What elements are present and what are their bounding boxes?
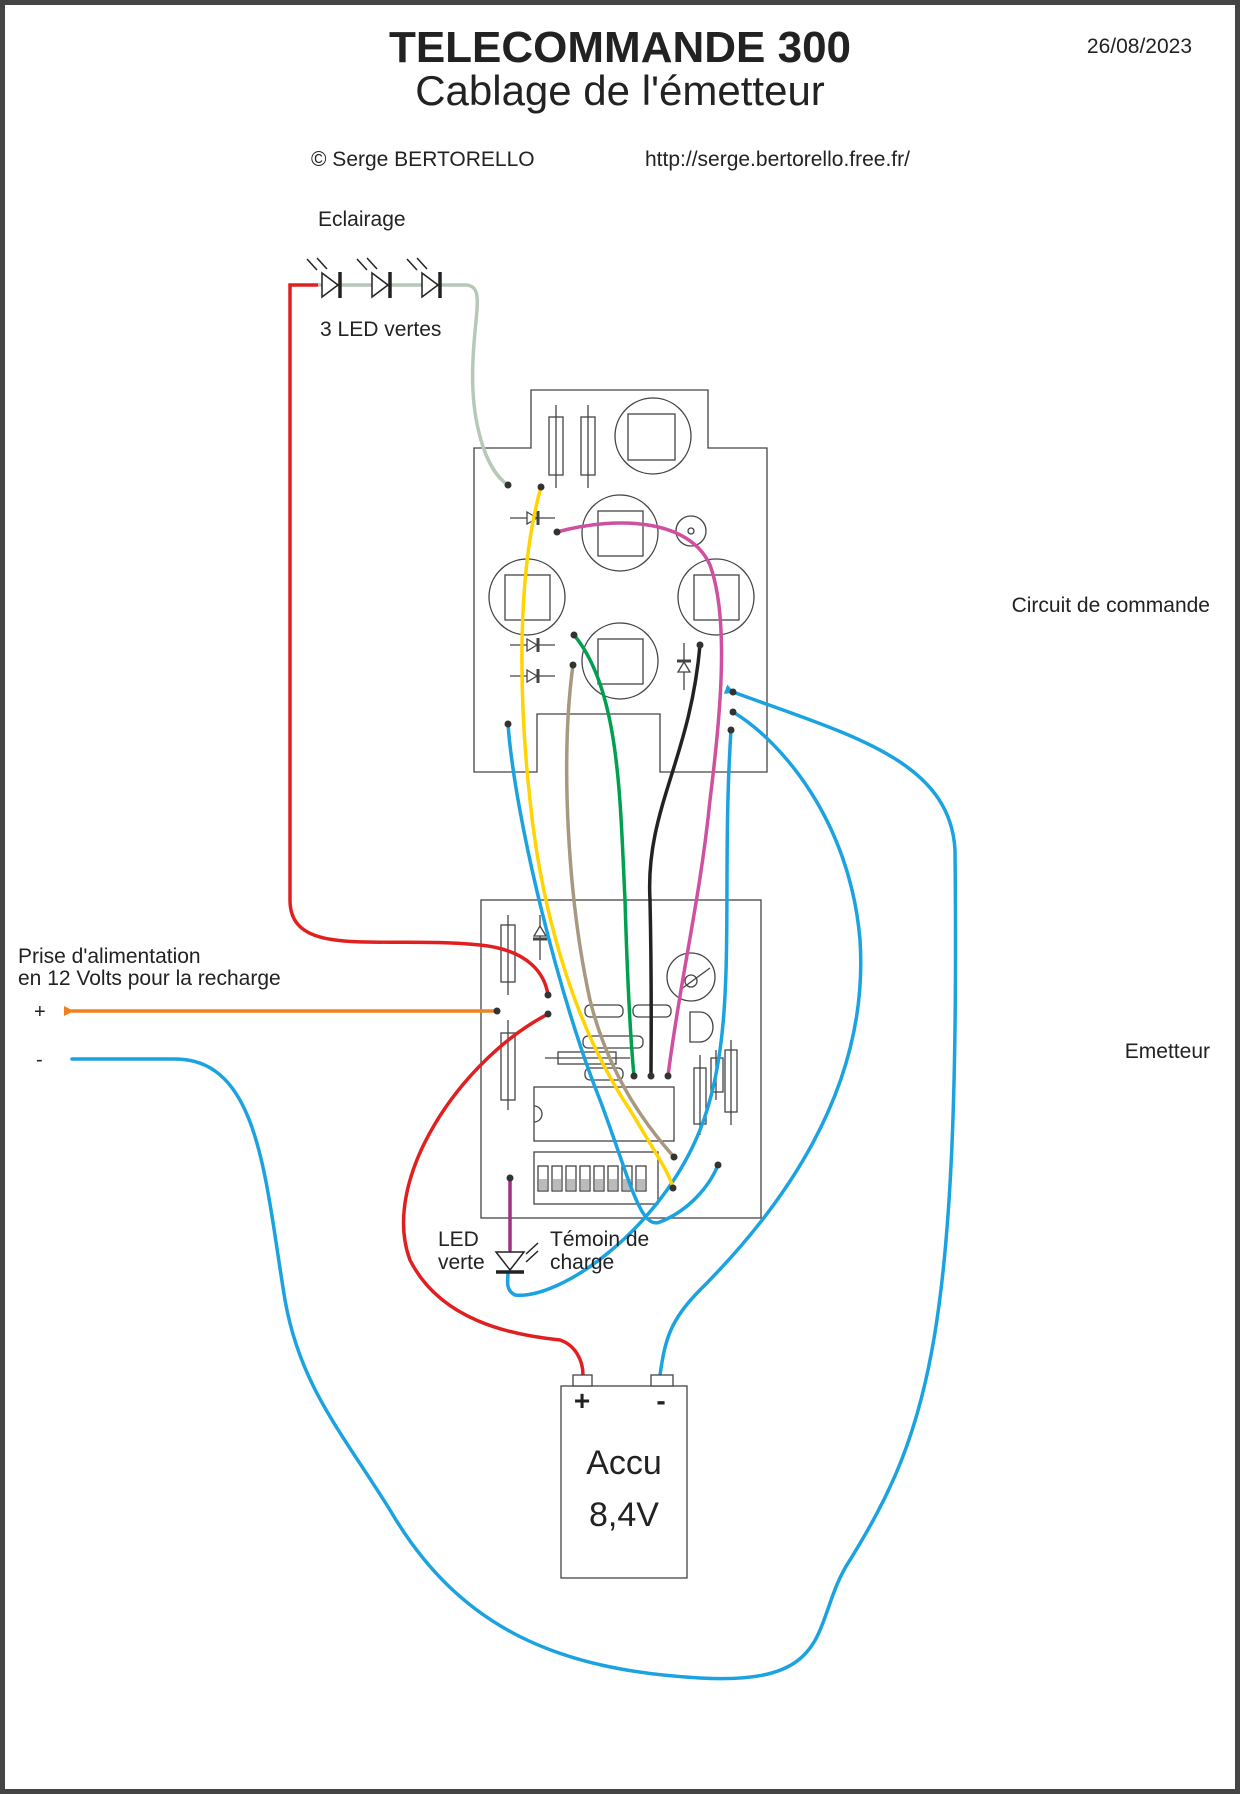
led-3-icon (406, 257, 442, 299)
date-label: 26/08/2023 (1087, 35, 1192, 58)
wire-led-charge-blue (505, 728, 733, 1297)
wire-tan (564, 663, 676, 1159)
prise-label-line2: en 12 Volts pour la recharge (18, 967, 281, 990)
battery-plus-label: + (574, 1385, 590, 1416)
prise-label-line1: Prise d'alimentation (18, 945, 201, 968)
wire-control-left-blue (506, 722, 720, 1225)
dip-switches (537, 1165, 647, 1192)
led-2-icon (356, 257, 392, 299)
url-label: http://serge.bertorello.free.fr/ (645, 148, 910, 171)
connection-points (493, 481, 737, 1192)
wire-battery-minus-blue (658, 710, 863, 1377)
emetteur-label: Emetteur (1125, 1040, 1210, 1063)
wire-yellow (520, 485, 675, 1190)
wire-magenta (555, 521, 724, 1078)
led-verte-label-line1: LED (438, 1228, 479, 1251)
page-title: TELECOMMANDE 300 (389, 23, 851, 72)
leds-label: 3 LED vertes (320, 318, 441, 341)
eclairage-label: Eclairage (318, 208, 406, 231)
charge-plus-label: + (34, 1001, 46, 1023)
wire-led-supply-red (288, 283, 550, 997)
wire-led-return (436, 283, 510, 487)
wire-green (572, 633, 636, 1078)
battery-voltage: 8,4V (589, 1496, 659, 1534)
charge-minus-label: - (36, 1049, 43, 1071)
transmitter-board (480, 899, 762, 1219)
battery (560, 1374, 688, 1579)
charge-led-icon (494, 1242, 539, 1274)
control-circuit-board (473, 389, 768, 773)
temoin-label-line1: Témoin de (550, 1228, 649, 1251)
wire-charge-minus-blue (70, 684, 958, 1681)
led-verte-label-line2: verte (438, 1251, 485, 1274)
temoin-label-line2: charge (550, 1251, 614, 1274)
author-label: © Serge BERTORELLO (311, 148, 535, 171)
lighting-leds (306, 257, 442, 299)
wires (64, 283, 958, 1681)
battery-name: Accu (586, 1444, 662, 1482)
wire-black (647, 643, 702, 1078)
led-1-icon (306, 257, 342, 299)
circuit-commande-label: Circuit de commande (1012, 594, 1210, 617)
page-subtitle: Cablage de l'émetteur (415, 67, 825, 114)
wire-battery-plus-red (401, 1012, 585, 1377)
battery-minus-label: - (656, 1385, 665, 1416)
